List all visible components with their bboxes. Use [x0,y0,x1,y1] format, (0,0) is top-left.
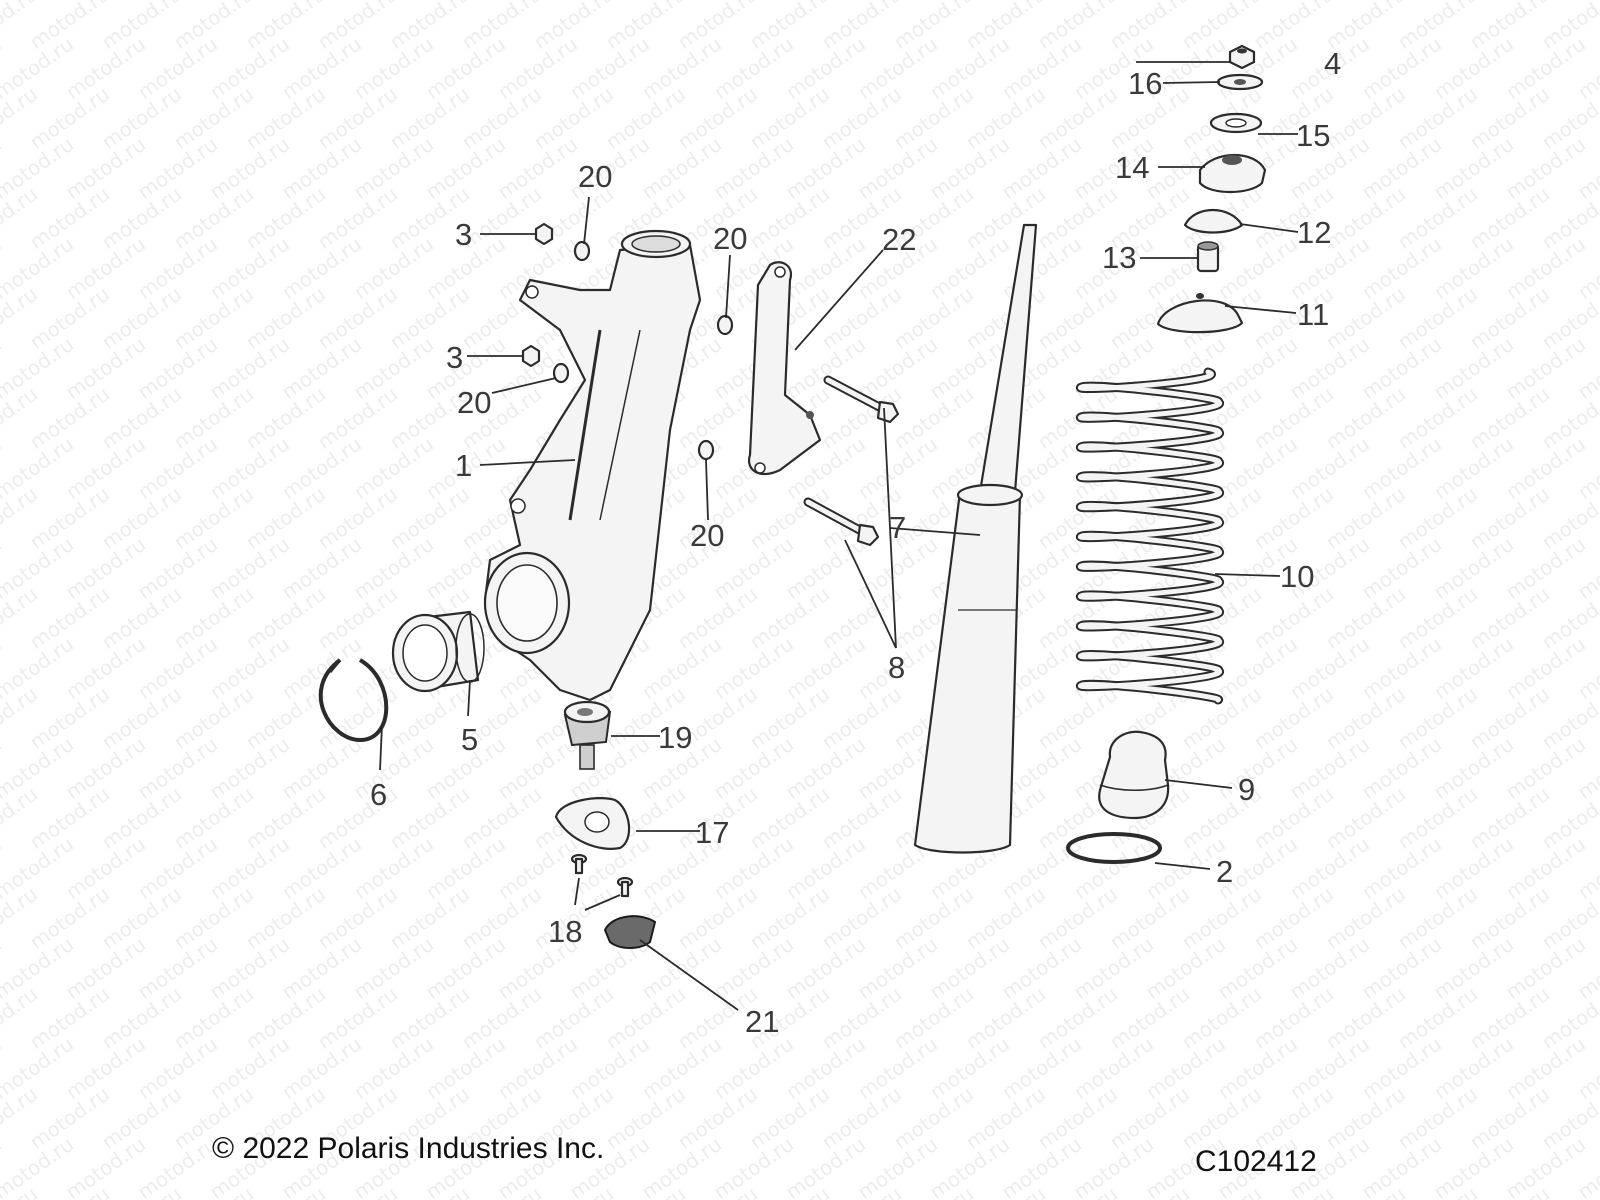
callout-20c: 20 [457,385,491,420]
part-boot [603,915,657,949]
callout-9: 9 [1238,772,1255,807]
part-nut-middle [521,344,541,368]
callout-4: 4 [1324,46,1341,81]
part-washer-d [697,439,715,461]
part-strut [913,223,1038,854]
callout-10: 10 [1280,559,1314,594]
part-knuckle [483,229,702,702]
callout-15: 15 [1296,118,1330,153]
callout-5: 5 [461,722,478,757]
copyright-notice: © 2022 Polaris Industries Inc. [212,1132,605,1165]
callout-8: 8 [888,650,905,685]
part-snap-ring [318,658,389,743]
part-bearing [391,610,485,693]
part-plate [554,797,631,850]
callout-6: 6 [370,777,387,812]
callout-3a: 3 [455,217,472,252]
part-screw-right [616,876,634,898]
callout-11: 11 [1297,297,1329,332]
callout-21: 21 [745,1004,779,1039]
callout-2: 2 [1216,854,1233,889]
callout-14: 14 [1115,150,1149,185]
part-ball-joint [563,700,612,770]
callout-12: 12 [1297,215,1331,250]
part-spring-seat [1066,832,1162,864]
callout-19: 19 [658,720,692,755]
part-top-mount [1198,153,1267,193]
part-bolt-lower [803,497,880,547]
part-washer-16 [1216,73,1264,91]
callout-13: 13 [1102,240,1136,275]
callout-20d: 20 [690,518,724,553]
figure-id: C102412 [1195,1145,1317,1178]
part-spring [1075,367,1225,705]
part-spacer-15 [1209,112,1263,134]
part-screw-left [570,853,588,875]
callout-numbers: 20 3 20 3 20 1 20 22 7 8 16 4 15 14 12 1… [370,46,1341,1039]
part-bushing [1196,241,1220,273]
callout-1: 1 [455,448,472,483]
part-bump-stop [1098,730,1170,820]
part-washer-c [552,362,570,384]
watermark-text: motod.ru [1573,0,1600,4]
part-washer-b [716,314,734,336]
callout-7: 7 [889,510,906,545]
callout-3b: 3 [446,340,463,375]
callout-18: 18 [548,914,582,949]
callout-16: 16 [1128,66,1162,101]
callout-20a: 20 [578,159,612,194]
part-bolt-upper [823,375,900,424]
part-bracket [747,261,822,476]
part-top-nut [1228,44,1256,70]
callout-20b: 20 [713,221,747,256]
leader-lines [379,61,1299,1011]
callout-17: 17 [695,815,729,850]
callout-22: 22 [882,222,916,257]
part-upper-mount [1156,293,1244,334]
part-washer-a [573,240,591,262]
part-nut-upper [534,222,554,246]
